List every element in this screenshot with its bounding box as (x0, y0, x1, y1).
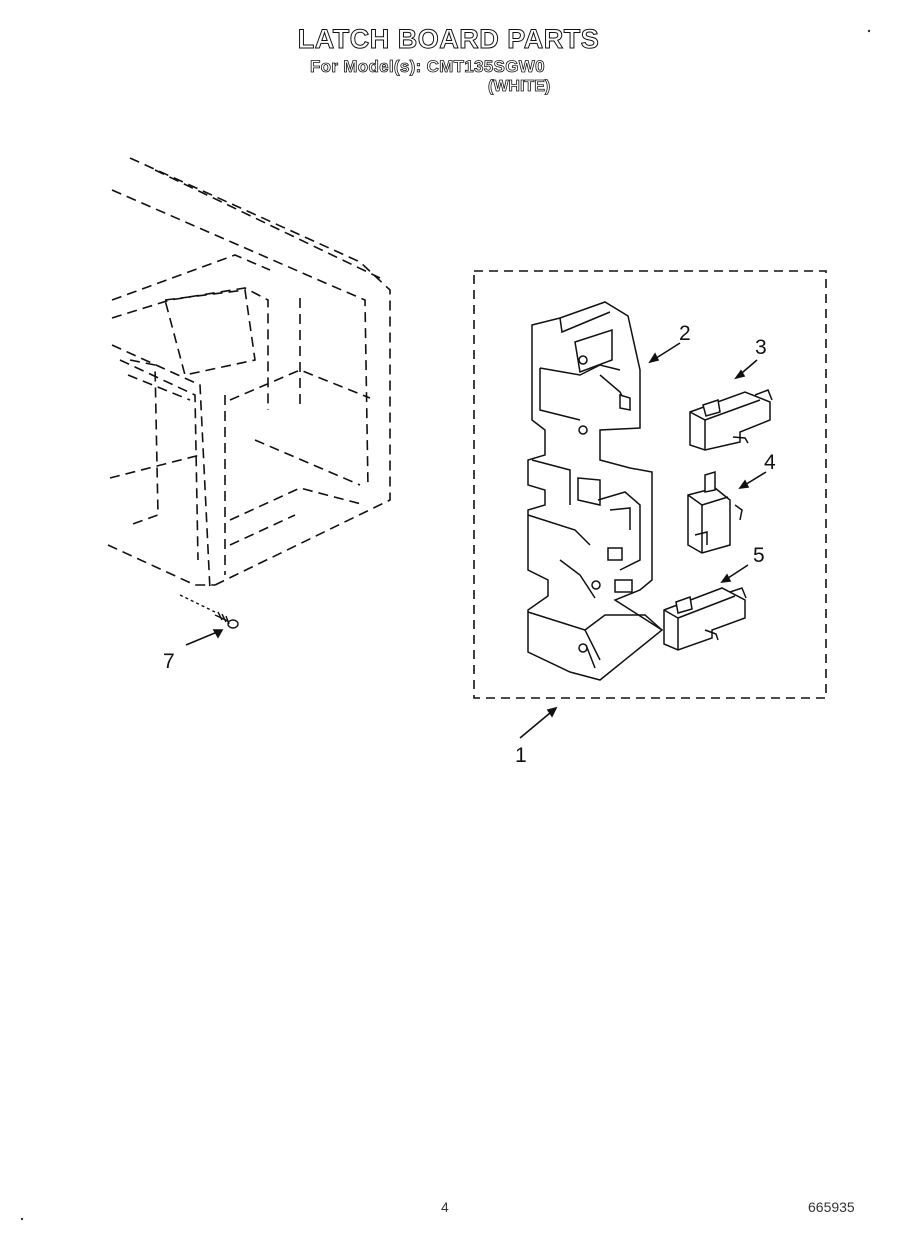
model-line: For Model(s): CMT135SGW0 (310, 57, 545, 77)
switch-part-5 (663, 587, 747, 651)
cabinet-outline (107, 157, 391, 591)
callout-1: 1 (515, 744, 527, 767)
page-title: LATCH BOARD PARTS (297, 24, 600, 55)
callout-5: 5 (753, 544, 765, 567)
latch-board-part (527, 301, 664, 681)
callout-2: 2 (679, 322, 691, 345)
page-number: 4 (441, 1199, 449, 1215)
switch-part-4 (687, 470, 743, 554)
doc-number: 665935 (808, 1199, 855, 1215)
screw-part (179, 594, 239, 629)
switch-part-3 (689, 389, 773, 451)
callout-4: 4 (764, 451, 776, 474)
callout-7: 7 (163, 650, 175, 673)
color-line: (WHITE) (488, 78, 551, 96)
callout-3: 3 (755, 336, 767, 359)
latch-assembly-box (473, 270, 827, 699)
